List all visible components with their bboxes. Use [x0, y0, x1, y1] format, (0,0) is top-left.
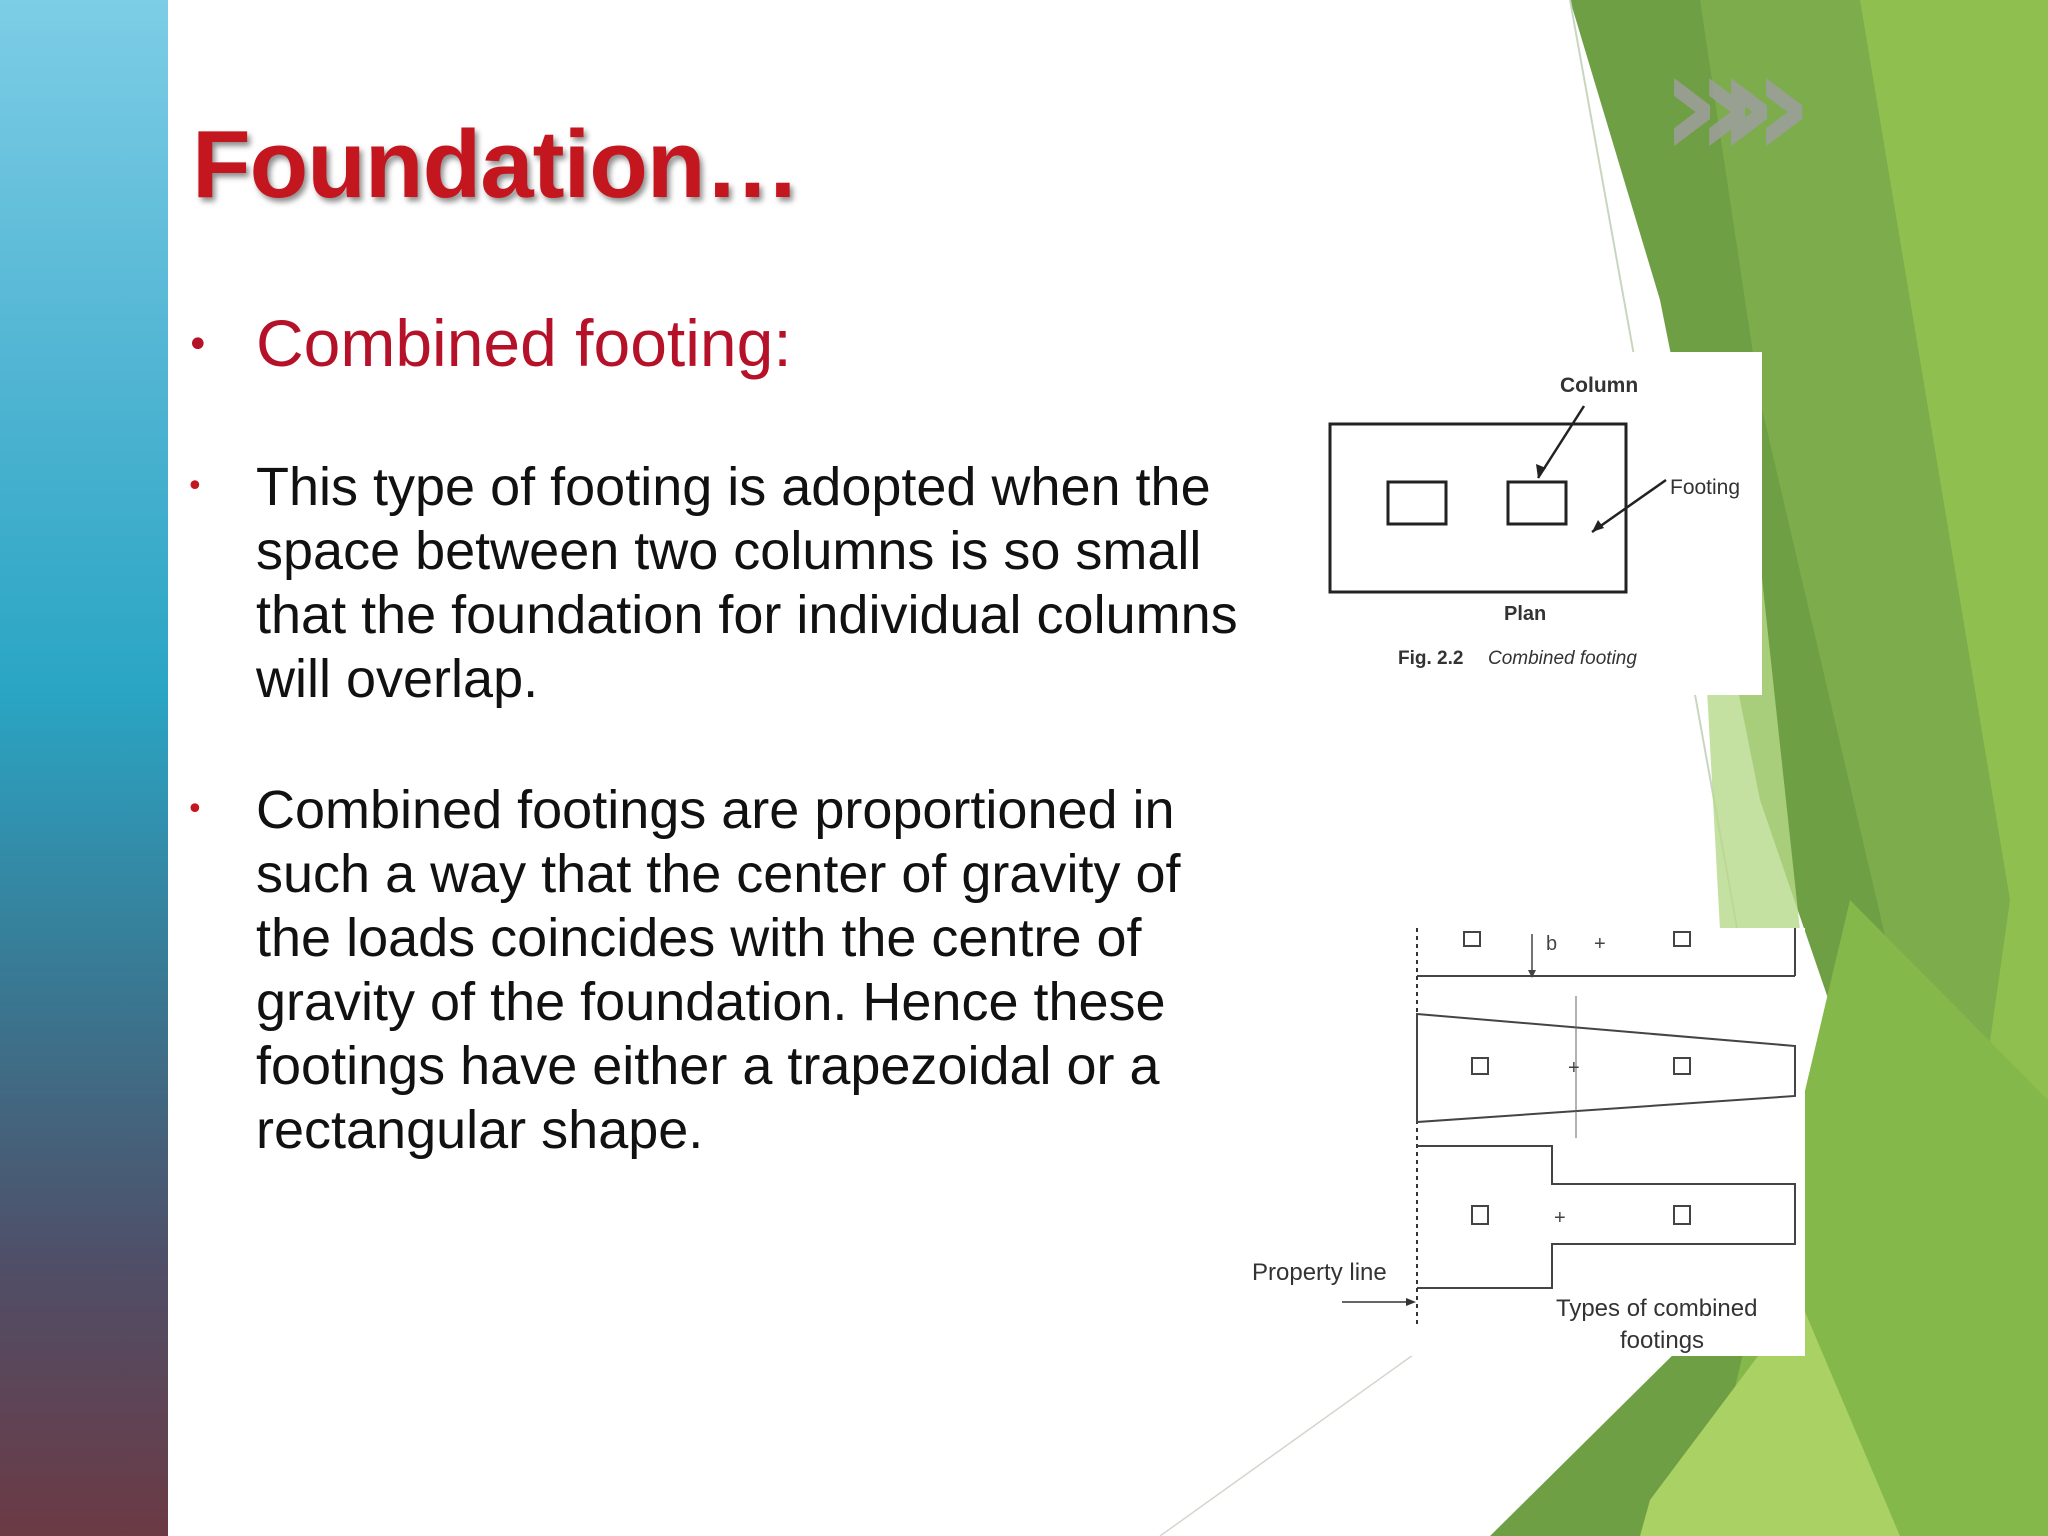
combined-footing-types-figure: b + + + Property line Types of combined … [1250, 928, 1805, 1356]
left-accent-band [0, 0, 168, 1536]
svg-text:+: + [1554, 1207, 1566, 1229]
b-label: b [1546, 933, 1557, 955]
chevrons-icon: »» [1660, 18, 1814, 192]
bullet-text: Combined footings are proportioned in su… [256, 780, 1181, 1160]
svg-text:+: + [1594, 933, 1606, 955]
svg-text:+: + [1568, 1057, 1580, 1079]
combined-footing-plan-figure: Column Footing Plan Fig. 2.2 Combined fo… [1306, 352, 1762, 695]
bullet-list: • Combined footing: • This type of footi… [0, 0, 1300, 1200]
heading-bullet: • Combined footing: [186, 305, 792, 385]
bullet-text: This type of footing is adopted when the… [256, 457, 1238, 709]
plan-label: Plan [1504, 603, 1546, 625]
bullet-item: • This type of footing is adopted when t… [186, 455, 1266, 711]
bullet-dot-icon: • [186, 322, 210, 368]
bullet-item: • Combined footings are proportioned in … [186, 778, 1266, 1162]
fig-number: Fig. 2.2 [1398, 648, 1463, 669]
bullet-dot-icon: • [186, 792, 204, 827]
bullet-dot-icon: • [186, 469, 204, 504]
property-line-label: Property line [1252, 1259, 1387, 1286]
column-label: Column [1560, 374, 1638, 397]
caption-line2: footings [1620, 1327, 1704, 1354]
caption-line1: Types of combined [1556, 1295, 1757, 1322]
bullet-heading-text: Combined footing: [256, 306, 792, 380]
footing-label: Footing [1670, 476, 1740, 499]
fig-caption: Combined footing [1488, 648, 1637, 669]
slide-title: Foundation… [192, 111, 801, 218]
